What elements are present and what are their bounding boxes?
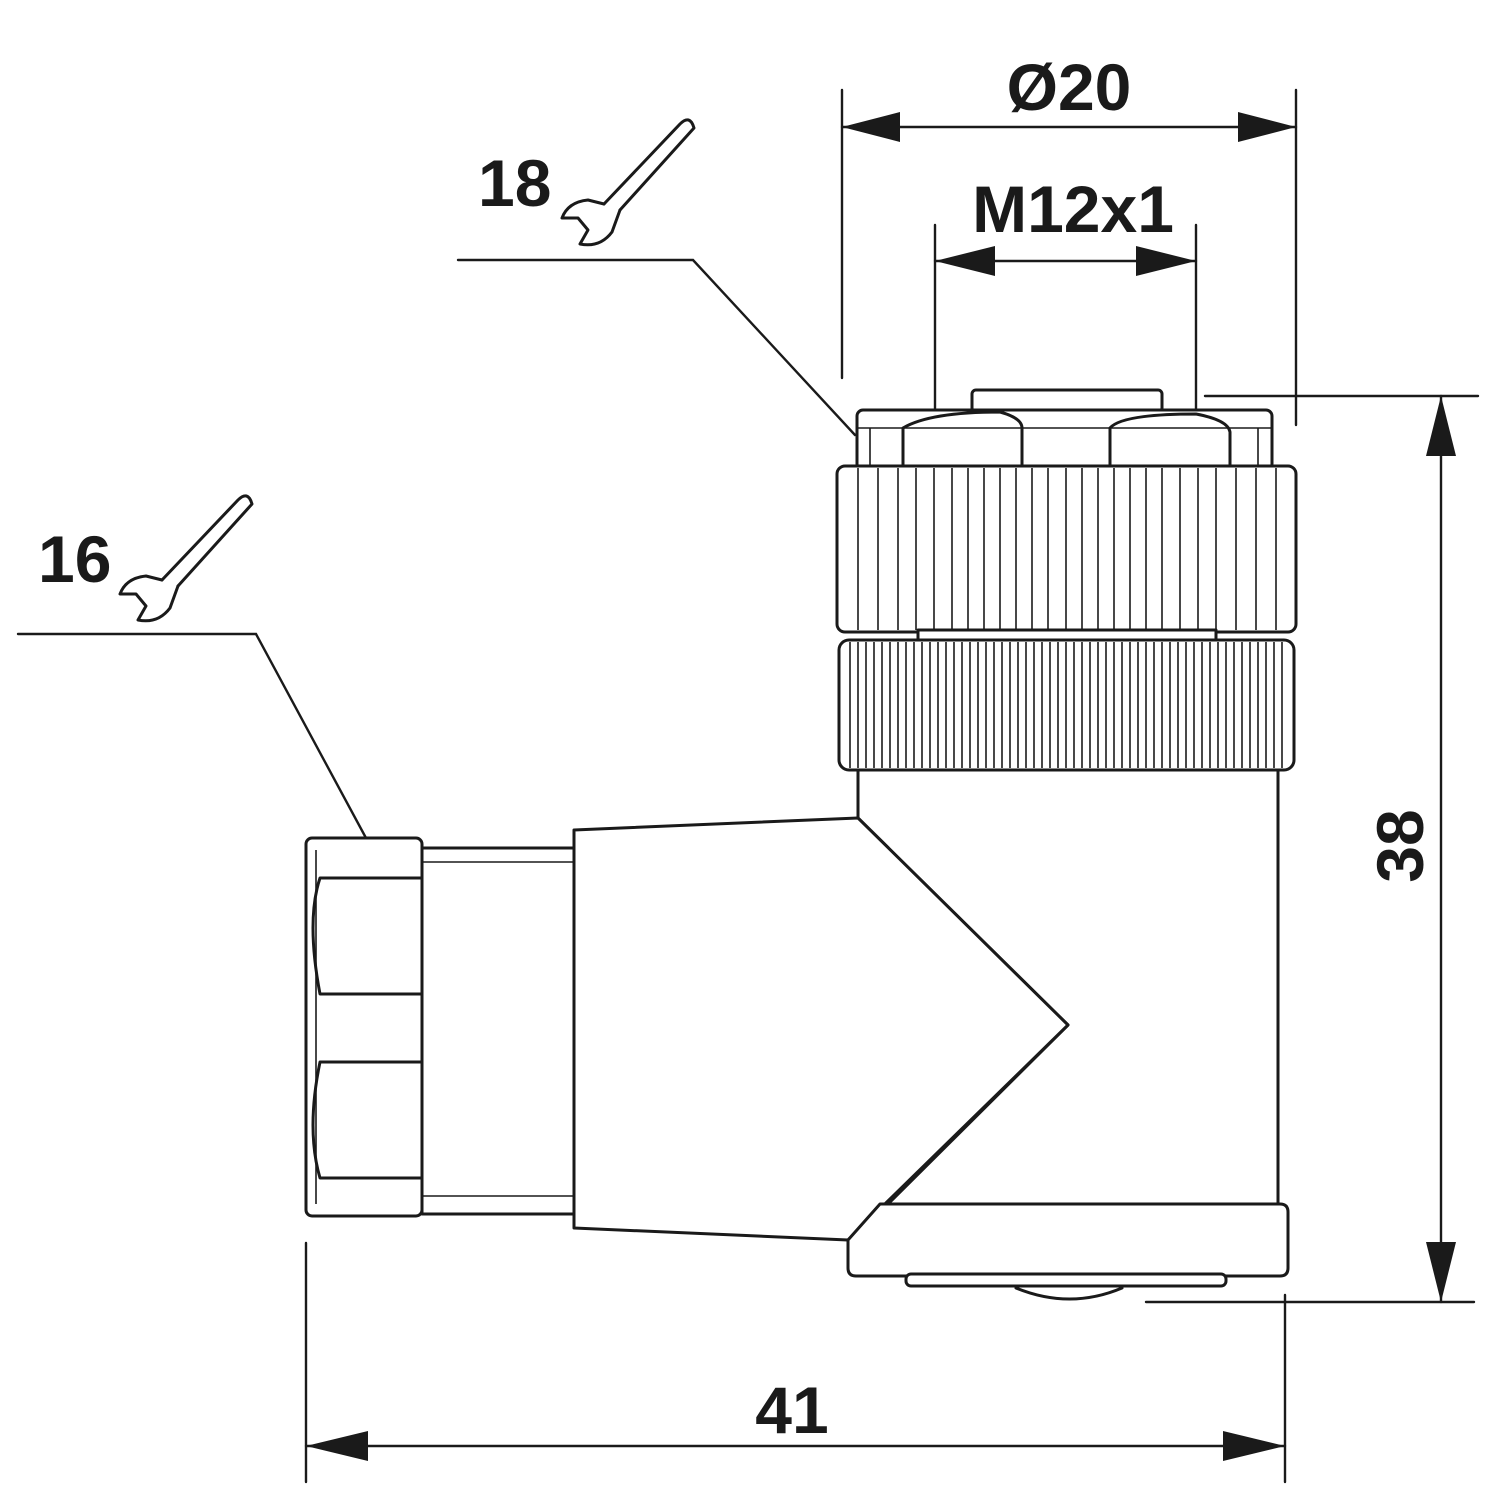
side-hex-nut	[304, 836, 424, 1218]
bottom-contact	[904, 1272, 1228, 1301]
length-label: 41	[755, 1373, 828, 1447]
thread-label: M12x1	[972, 172, 1174, 246]
upper-knurled-ring	[835, 464, 1298, 634]
callout-top-nut: 18	[456, 118, 857, 437]
side-nut-wrench-size: 16	[38, 522, 111, 596]
dimension-thread: M12x1	[933, 172, 1198, 414]
outer-diameter-label: Ø20	[1007, 50, 1132, 124]
dimension-length: 41	[304, 1241, 1287, 1484]
top-nut-wrench-size: 18	[478, 146, 551, 220]
wrench-icon	[560, 118, 696, 247]
side-sleeve	[420, 846, 576, 1216]
wrench-icon	[118, 494, 254, 623]
base-flange	[846, 1202, 1290, 1278]
height-label: 38	[1363, 809, 1437, 882]
top-hex-nut	[855, 408, 1274, 472]
connector-body	[304, 388, 1298, 1301]
callout-side-nut: 16	[16, 494, 368, 840]
dimension-outer-diameter: Ø20	[840, 50, 1298, 427]
lower-knurled-ring	[837, 638, 1296, 772]
dimension-height: 38	[1144, 394, 1480, 1304]
